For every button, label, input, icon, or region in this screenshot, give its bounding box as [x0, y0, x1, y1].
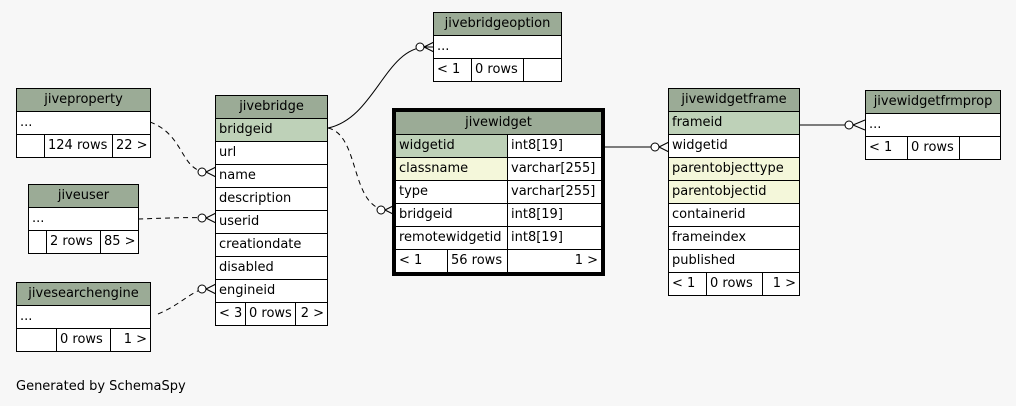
table-jivebridge[interactable]: jivebridge bridgeid url name description… — [214, 95, 329, 326]
parent-count — [16, 328, 57, 352]
table-jiveproperty[interactable]: jiveproperty ... 124 rows 22 > — [15, 88, 152, 158]
table-jivebridgeoption[interactable]: jivebridgeoption ... < 1 0 rows — [433, 12, 562, 82]
edge-jiveuser-jivebridge — [137, 217, 207, 220]
column-creationdate: creationdate — [214, 233, 329, 257]
crows-foot — [205, 283, 217, 295]
table-row: ... — [15, 305, 152, 329]
parent-count: < 3 — [215, 302, 246, 326]
child-count: 1 > — [762, 272, 800, 296]
row-count: 0 rows — [471, 58, 524, 82]
column-widgetid: widgetid — [668, 134, 800, 158]
parent-count: < 1 — [395, 249, 448, 273]
column-containerid: containerid — [668, 203, 800, 227]
edge-end-circle — [376, 205, 386, 215]
edge-end-circle — [650, 142, 660, 152]
table-title[interactable]: jivebridge — [214, 95, 329, 119]
child-count: 2 > — [294, 302, 329, 326]
crows-foot — [852, 119, 866, 131]
parent-count: < 1 — [668, 272, 707, 296]
column-published: published — [668, 249, 800, 273]
column-parentobjecttype: parentobjecttype — [668, 157, 800, 181]
table-jivesearchengine[interactable]: jivesearchengine ... 0 rows 1 > — [15, 282, 152, 352]
table-row: ... — [433, 35, 562, 59]
crows-foot — [384, 204, 396, 216]
column-url: url — [214, 141, 329, 165]
child-count: 1 > — [109, 328, 152, 352]
edge-jivesearchengine-jivebridge — [157, 287, 207, 315]
child-count — [958, 136, 1002, 160]
column-type: varchar[255] — [506, 180, 603, 204]
column-disabled: disabled — [214, 256, 329, 280]
column-frameid: frameid — [668, 111, 800, 135]
column-classname: classname — [395, 157, 508, 181]
column-bridgeid: bridgeid — [214, 118, 329, 142]
column-remotewidgetid: remotewidgetid — [395, 226, 508, 250]
table-title[interactable]: jivewidgetfrmprop — [864, 90, 1002, 114]
edge-jivebridge-jivewidget — [327, 127, 386, 211]
edge-end-circle — [197, 284, 207, 294]
parent-count — [16, 134, 45, 158]
footer-credit: Generated by SchemaSpy — [16, 379, 186, 394]
table-row: ... — [15, 111, 152, 135]
column-name: name — [214, 164, 329, 188]
column-type: varchar[255] — [506, 157, 603, 181]
column-type-name: type — [395, 180, 508, 204]
edge-end-circle — [844, 120, 854, 130]
parent-count — [28, 230, 47, 254]
edge-end-circle — [415, 42, 425, 52]
row-count: 0 rows — [907, 136, 960, 160]
edge-jivebridge-jivebridgeoption — [327, 46, 427, 129]
table-title[interactable]: jiveproperty — [15, 88, 152, 112]
column-bridgeid: bridgeid — [395, 203, 508, 227]
column-widgetid: widgetid — [395, 134, 508, 158]
child-count: 22 > — [111, 134, 152, 158]
crows-foot — [205, 166, 217, 178]
row-count: 0 rows — [56, 328, 111, 352]
row-count: 0 rows — [706, 272, 763, 296]
edge-end-circle — [197, 213, 207, 223]
column-frameindex: frameindex — [668, 226, 800, 250]
column-userid: userid — [214, 210, 329, 234]
table-jiveuser[interactable]: jiveuser ... 2 rows 85 > — [27, 184, 140, 254]
parent-count: < 1 — [865, 136, 908, 160]
table-title[interactable]: jivewidgetframe — [668, 88, 800, 112]
column-type: int8[19] — [506, 203, 603, 227]
parent-count: < 1 — [433, 58, 472, 82]
table-title[interactable]: jivebridgeoption — [433, 12, 562, 36]
child-count: 1 > — [506, 249, 603, 273]
column-type: int8[19] — [506, 226, 603, 250]
table-row: ... — [864, 113, 1002, 137]
row-count: 56 rows — [447, 249, 508, 273]
row-count: 2 rows — [46, 230, 101, 254]
table-title[interactable]: jivesearchengine — [15, 282, 152, 306]
child-count — [523, 58, 562, 82]
crows-foot — [658, 141, 670, 153]
table-jivewidget[interactable]: jivewidget widgetid int8[19] classname v… — [391, 108, 606, 276]
table-jivewidgetframe[interactable]: jivewidgetframe frameid widgetid parento… — [668, 88, 800, 296]
row-count: 124 rows — [44, 134, 113, 158]
column-description: description — [214, 187, 329, 211]
crows-foot — [423, 41, 435, 53]
column-engineid: engineid — [214, 279, 329, 303]
table-row: ... — [27, 207, 140, 231]
table-title[interactable]: jivewidget — [394, 111, 603, 135]
edge-jiveproperty-jivebridge — [149, 121, 207, 173]
crows-foot — [205, 212, 217, 224]
child-count: 85 > — [99, 230, 140, 254]
row-count: 0 rows — [245, 302, 296, 326]
column-type: int8[19] — [506, 134, 603, 158]
table-jivewidgetfrmprop[interactable]: jivewidgetfrmprop ... < 1 0 rows — [864, 90, 1002, 160]
column-parentobjectid: parentobjectid — [668, 180, 800, 204]
table-title[interactable]: jiveuser — [27, 184, 140, 208]
edge-end-circle — [197, 167, 207, 177]
